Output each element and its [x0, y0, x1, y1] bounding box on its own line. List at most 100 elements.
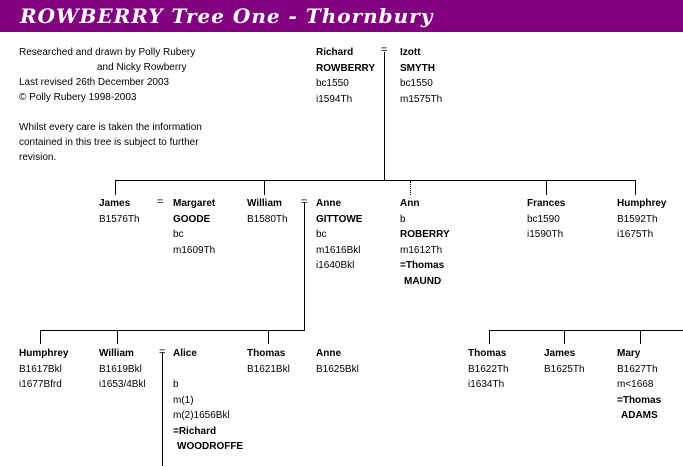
life-event: bc [173, 229, 184, 240]
sibling-line [40, 330, 305, 331]
life-event: m1616Bkl [316, 244, 361, 256]
person-thomas: Thomas B1621Bkl [247, 346, 290, 377]
spouse-name: =Richard [173, 425, 217, 437]
descent-line [384, 52, 385, 180]
given-name: Frances [527, 198, 566, 209]
given-name: Alice [173, 348, 197, 359]
drop-line [268, 330, 269, 344]
drop-line [640, 330, 641, 344]
life-event: bc1550 [400, 78, 433, 89]
life-event: b [400, 213, 406, 225]
given-name: Humphrey [617, 198, 667, 209]
copyright-line: © Polly Rubery 1998-2003 [19, 92, 137, 103]
life-event: B1576Th [99, 213, 140, 225]
life-event: i1640Bkl [316, 260, 355, 271]
given-name: Mary [617, 348, 641, 359]
life-event: b [173, 379, 179, 390]
person-humphrey: Humphrey B1592Th i1675Th [617, 196, 666, 243]
surname: ROBERRY [400, 229, 450, 240]
life-event: i1634Th [468, 379, 505, 390]
drop-line [546, 180, 547, 195]
disclaimer-line: Whilst every care is taken the informati… [19, 122, 202, 133]
person-william: William B1580Th [247, 196, 288, 227]
given-name: Thomas [468, 348, 507, 359]
life-event: i1675Th [617, 229, 654, 240]
drop-line [115, 180, 116, 195]
drop-line [489, 330, 490, 344]
drop-line [117, 330, 118, 344]
life-event: i1677Bfrd [19, 379, 62, 390]
drop-line [564, 330, 565, 344]
marriage-symbol: = [381, 44, 388, 56]
given-name: Anne [316, 198, 341, 209]
person-richard-rowberry: Richard ROWBERRY bc1550 i1594Th [316, 45, 375, 107]
life-event: i1653/4Bkl [99, 379, 146, 390]
credit-line: and Nicky Rowberry [97, 62, 187, 73]
descent-line [162, 352, 163, 466]
given-name: James [544, 348, 576, 359]
spouse-surname: MAUND [404, 275, 442, 287]
revision-line: Last revised 26th December 2003 [19, 77, 170, 88]
page-title: ROWBERRY Tree One - Thornbury [20, 4, 434, 28]
disclaimer-line: contained in this tree is subject to fur… [19, 137, 199, 148]
marriage-symbol: = [301, 196, 308, 208]
life-event: i1594Th [316, 93, 353, 105]
surname: GITTOWE [316, 213, 363, 225]
drop-line [264, 180, 265, 195]
title-banner: ROWBERRY Tree One - Thornbury [0, 0, 683, 32]
given-name: Humphrey [19, 348, 69, 359]
disclaimer-line: revision. [19, 152, 57, 163]
person-james: James B1576Th [99, 196, 140, 227]
dotted-drop-line [410, 181, 411, 195]
life-event: B1580Th [247, 213, 288, 225]
life-event: bc1550 [316, 78, 349, 89]
surname: ROWBERRY [316, 62, 376, 74]
life-event: B1617Bkl [19, 363, 62, 375]
person-james-th: James B1625Th [544, 346, 585, 377]
descent-line [304, 202, 305, 330]
credit-line: Researched and drawn by Polly Rubery [19, 47, 196, 58]
life-event: B1592Th [617, 213, 658, 225]
given-name: Ann [400, 198, 420, 209]
drop-line [40, 330, 41, 344]
life-event: bc1590 [527, 213, 560, 225]
person-alice: Alice b m(1) m(2)1656Bkl =Richard WOODRO… [173, 346, 243, 455]
life-event: B1622Th [468, 363, 509, 375]
surname: GOODE [173, 213, 211, 225]
life-event: m(1) [173, 394, 194, 406]
person-anne-gittowe: Anne GITTOWE bc m1616Bkl i1640Bkl [316, 196, 362, 274]
person-anne-jr: Anne B1625Bkl [316, 346, 359, 377]
person-humphrey-jr: Humphrey B1617Bkl i1677Bfrd [19, 346, 68, 393]
person-izott-smyth: Izott SMYTH bc1550 m1575Th [400, 45, 442, 107]
life-event: m1575Th [400, 93, 443, 105]
life-event: m<1668 [617, 379, 654, 390]
spouse-surname: ADAMS [621, 410, 658, 421]
life-event: m1609Th [173, 244, 216, 256]
life-event: i1590Th [527, 229, 564, 240]
life-event: m1612Th [400, 244, 443, 256]
marriage-symbol: = [159, 346, 166, 358]
given-name: James [99, 198, 131, 209]
drop-line [635, 180, 636, 195]
given-name: William [247, 198, 282, 209]
person-mary: Mary B1627Th m<1668 =Thomas ADAMS [617, 346, 661, 424]
person-margaret-goode: Margaret GOODE bc m1609Th [173, 196, 215, 258]
person-thomas-th: Thomas B1622Th i1634Th [468, 346, 509, 393]
person-william-jr: William B1619Bkl i1653/4Bkl [99, 346, 146, 393]
given-name: Anne [316, 348, 341, 359]
given-name: William [99, 348, 134, 359]
given-name: Izott [400, 47, 421, 58]
given-name: Margaret [173, 198, 216, 209]
life-event: B1621Bkl [247, 363, 290, 375]
spouse-surname: WOODROFFE [177, 441, 244, 452]
life-event: m(2)1656Bkl [173, 410, 230, 421]
life-event: B1625Th [544, 363, 585, 375]
given-name: Thomas [247, 348, 286, 359]
sibling-line [489, 330, 683, 331]
life-event: B1619Bkl [99, 363, 142, 375]
life-event: B1627Th [617, 363, 658, 375]
life-event: bc [316, 229, 327, 240]
sibling-line [115, 180, 636, 181]
person-ann-roberry: Ann b ROBERRY m1612Th =Thomas MAUND [400, 196, 450, 289]
marriage-symbol: = [157, 196, 164, 208]
